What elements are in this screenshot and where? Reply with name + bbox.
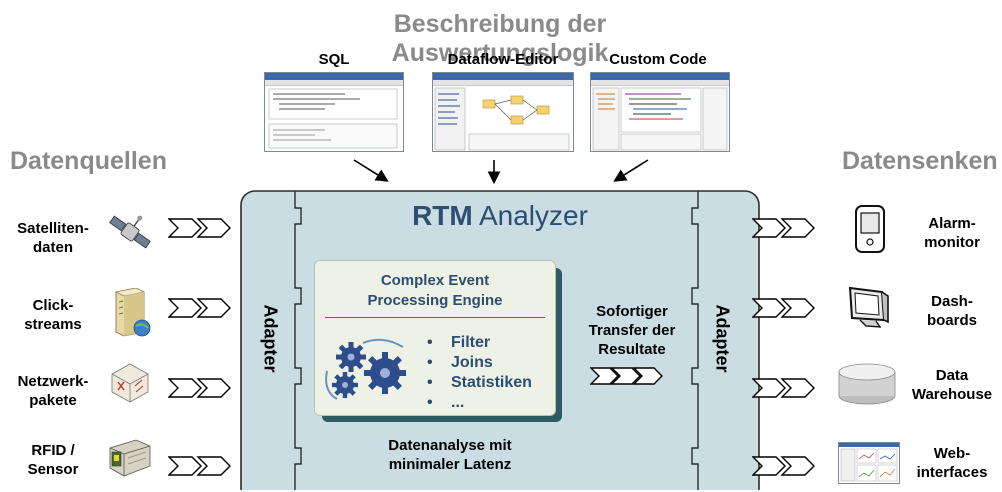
sink-label-line: Data bbox=[935, 367, 969, 384]
sink-label-line: monitor bbox=[924, 234, 980, 251]
header-title: Beschreibung der Auswertungslogik bbox=[391, 10, 609, 67]
engine-panel: Complex Event Processing Engine Filter J… bbox=[314, 260, 556, 416]
analyzer-title-rest: Analyzer bbox=[478, 200, 588, 231]
latency-line-2: minimaler Latenz bbox=[388, 456, 512, 473]
latency-label: Datenanalyse mit minimaler Latenz bbox=[350, 436, 550, 474]
monitor-icon bbox=[848, 286, 889, 328]
sink-label-line: Dash- bbox=[931, 293, 973, 310]
dataflow-editor-screenshot bbox=[432, 72, 574, 152]
adapter-left-label: Adapter bbox=[260, 304, 281, 373]
output-arrows-web bbox=[752, 456, 815, 476]
engine-divider bbox=[325, 317, 545, 318]
sink-label-line: boards bbox=[926, 312, 977, 329]
source-label-line: pakete bbox=[29, 392, 77, 409]
sink-label-line: interfaces bbox=[916, 464, 988, 481]
screen-label-custom-code: Custom Code bbox=[609, 51, 707, 68]
output-arrows-alarm bbox=[752, 218, 815, 238]
rfid-sensor-icon bbox=[109, 439, 151, 477]
source-label-line: Click- bbox=[32, 297, 74, 314]
source-label-network: Netzwerk- pakete bbox=[4, 372, 102, 410]
adapter-right-label: Adapter bbox=[712, 304, 733, 373]
engine-feature-item: Filter bbox=[427, 333, 532, 353]
source-label-clickstreams: Click- streams bbox=[4, 296, 102, 334]
input-arrows-clickstreams bbox=[168, 298, 231, 318]
handheld-device-icon bbox=[855, 205, 885, 253]
source-label-line: daten bbox=[32, 239, 73, 256]
source-label-line: streams bbox=[24, 316, 82, 333]
network-package-icon bbox=[111, 363, 149, 403]
input-arrows-rfid bbox=[168, 456, 231, 476]
source-label-line: RFID / bbox=[31, 442, 75, 459]
satellite-icon bbox=[109, 215, 151, 249]
left-adapter-divider bbox=[294, 191, 302, 490]
sink-label-dashboards: Dash- boards bbox=[904, 292, 1000, 330]
engine-title-line-1: Complex Event bbox=[380, 272, 490, 289]
output-arrows-dashboards bbox=[752, 298, 815, 318]
sink-label-warehouse: Data Warehouse bbox=[904, 366, 1000, 404]
engine-feature-item: Statistiken bbox=[427, 373, 532, 393]
sql-editor-screenshot bbox=[264, 72, 404, 152]
screen-label-sql: SQL bbox=[318, 51, 350, 68]
engine-feature-list: Filter Joins Statistiken ... bbox=[427, 333, 532, 413]
engine-feature-item: Joins bbox=[427, 353, 532, 373]
analyzer-title-bold: RTM bbox=[412, 200, 473, 231]
source-label-satellite: Satelliten- daten bbox=[4, 219, 102, 257]
analyzer-title: RTM Analyzer bbox=[330, 200, 670, 232]
output-arrows-warehouse bbox=[752, 378, 815, 398]
source-label-rfid: RFID / Sensor bbox=[4, 441, 102, 479]
transfer-line-2: Transfer der bbox=[588, 322, 676, 339]
screen-label-dataflow: Dataflow-Editor bbox=[447, 51, 559, 68]
source-label-line: Sensor bbox=[27, 461, 79, 478]
database-cylinder-icon bbox=[838, 363, 896, 405]
transfer-label: Sofortiger Transfer der Resultate bbox=[572, 302, 692, 359]
engine-title-line-2: Processing Engine bbox=[367, 292, 503, 309]
source-label-line: Satelliten- bbox=[17, 220, 89, 237]
right-adapter-divider bbox=[691, 191, 699, 490]
latency-line-1: Datenanalyse mit bbox=[388, 437, 512, 454]
engine-feature-item: ... bbox=[427, 393, 532, 413]
transfer-line-1: Sofortiger bbox=[596, 303, 668, 320]
sources-title: Datenquellen bbox=[10, 147, 167, 175]
sink-label-line: Web- bbox=[933, 445, 971, 462]
sink-label-alarm: Alarm- monitor bbox=[904, 214, 1000, 252]
arrow-custom-code bbox=[613, 159, 649, 182]
source-label-line: Netzwerk- bbox=[17, 373, 89, 390]
sinks-title: Datensenken bbox=[842, 147, 998, 175]
input-arrows-satellite bbox=[168, 218, 231, 238]
gears-icon bbox=[325, 338, 406, 400]
sink-label-line: Warehouse bbox=[911, 386, 993, 403]
logic-arrows bbox=[353, 159, 649, 185]
sink-label-line: Alarm- bbox=[928, 215, 976, 232]
transfer-line-3: Resultate bbox=[598, 341, 666, 358]
engine-title: Complex Event Processing Engine bbox=[315, 271, 555, 311]
input-arrows-network bbox=[168, 378, 231, 398]
sink-label-web: Web- interfaces bbox=[904, 444, 1000, 482]
arrow-sql bbox=[353, 159, 389, 182]
web-interface-screenshot bbox=[838, 442, 900, 484]
transfer-arrows bbox=[590, 367, 663, 385]
custom-code-screenshot bbox=[590, 72, 730, 152]
server-icon bbox=[115, 288, 151, 337]
